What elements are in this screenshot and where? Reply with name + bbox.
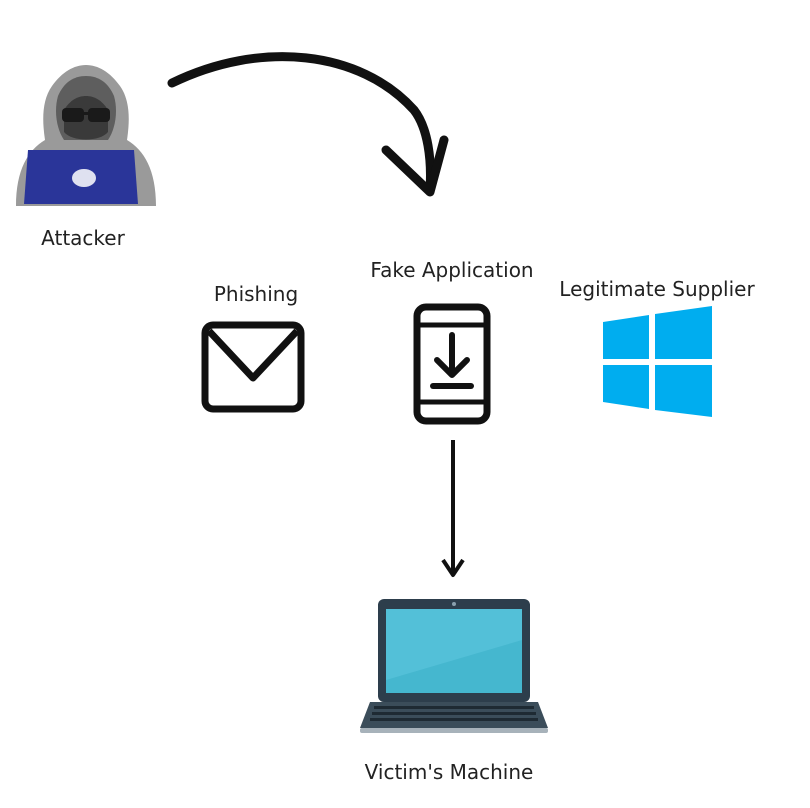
phishing-label: Phishing (213, 282, 299, 306)
laptop-icon (360, 599, 548, 733)
hooded-hacker-laptop-icon (16, 65, 156, 206)
envelope-icon (201, 321, 305, 413)
fake-application-label: Fake Application (370, 258, 534, 282)
legitimate-supplier-label: Legitimate Supplier (559, 277, 755, 301)
attacker-label: Attacker (41, 226, 125, 250)
straight-arrow-app-to-victim (441, 440, 465, 577)
windows-logo-icon (603, 306, 712, 417)
curved-arrow-attacker-to-app (167, 52, 449, 197)
phone-download-icon (413, 303, 491, 425)
victim-machine-label: Victim's Machine (364, 760, 534, 784)
